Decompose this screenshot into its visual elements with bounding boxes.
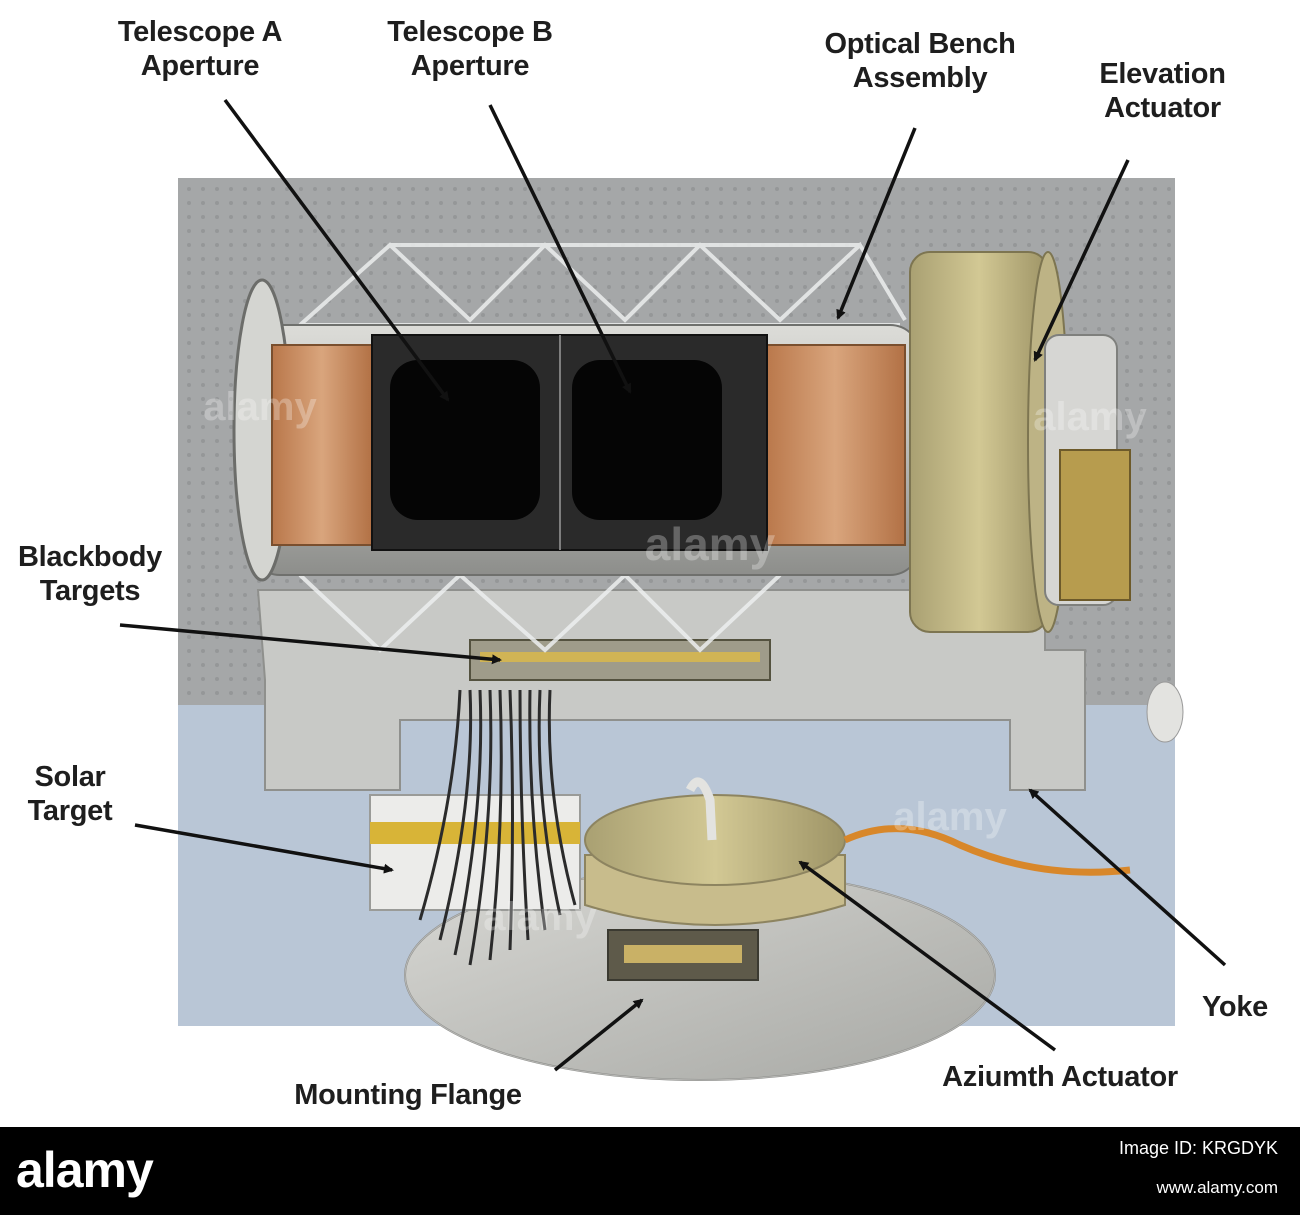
footer-logo: alamy	[16, 1142, 154, 1198]
arrow-solar-target	[134, 823, 394, 874]
watermark-right: alamy	[1033, 395, 1147, 439]
label-telescope-b: Telescope B Aperture	[387, 16, 553, 82]
footer-bar: alamy Image ID: KRGDYK www.alamy.com	[0, 1127, 1300, 1215]
arrow-optical-bench	[836, 127, 917, 320]
copper-panel-left	[271, 344, 373, 546]
watermark-layer: alamy alamy alamy alamy alamy	[203, 385, 1147, 939]
label-mounting-flange: Mounting Flange	[294, 1079, 522, 1111]
watermark-lower: alamy	[483, 895, 597, 939]
label-yoke: Yoke	[1202, 991, 1268, 1023]
copper-panel-right	[764, 344, 906, 546]
arrow-mounting-flange	[553, 998, 644, 1072]
label-telescope-a: Telescope A Aperture	[117, 16, 283, 82]
label-optical-bench: Optical Bench Assembly	[824, 28, 1016, 94]
label-blackbody-targets: Blackbody Targets	[18, 541, 162, 607]
watermark-left: alamy	[203, 385, 317, 429]
arrow-telescope-b	[488, 104, 632, 394]
wire-harness	[418, 689, 577, 966]
label-azimuth-actuator: Aziumth Actuator	[942, 1061, 1178, 1093]
arrow-azimuth-actuator	[798, 860, 1057, 1052]
label-solar-target: Solar Target	[27, 761, 113, 827]
azimuth-cable	[685, 777, 717, 841]
telescope-b-aperture	[572, 360, 722, 520]
arrow-telescope-a	[223, 98, 450, 402]
telescope-a-aperture	[390, 360, 540, 520]
leader-arrows	[119, 98, 1227, 1072]
azimuth-actuator-top	[584, 794, 846, 886]
footer-image-id: Image ID: KRGDYK	[1118, 1138, 1278, 1158]
arrow-elevation-actuator	[1033, 159, 1130, 362]
yoke-plate	[256, 589, 1086, 791]
arrow-blackbody-targets	[119, 623, 502, 665]
watermark-lower-right: alamy	[893, 795, 1007, 839]
arrow-yoke	[1028, 788, 1227, 967]
label-elevation-actuator: Elevation Actuator	[1099, 58, 1226, 124]
instrument-photo: alamy alamy alamy alamy alamy	[119, 98, 1227, 1081]
footer-url: www.alamy.com	[1156, 1178, 1278, 1197]
orange-cable	[843, 825, 1131, 876]
watermark-center: alamy	[645, 518, 776, 570]
